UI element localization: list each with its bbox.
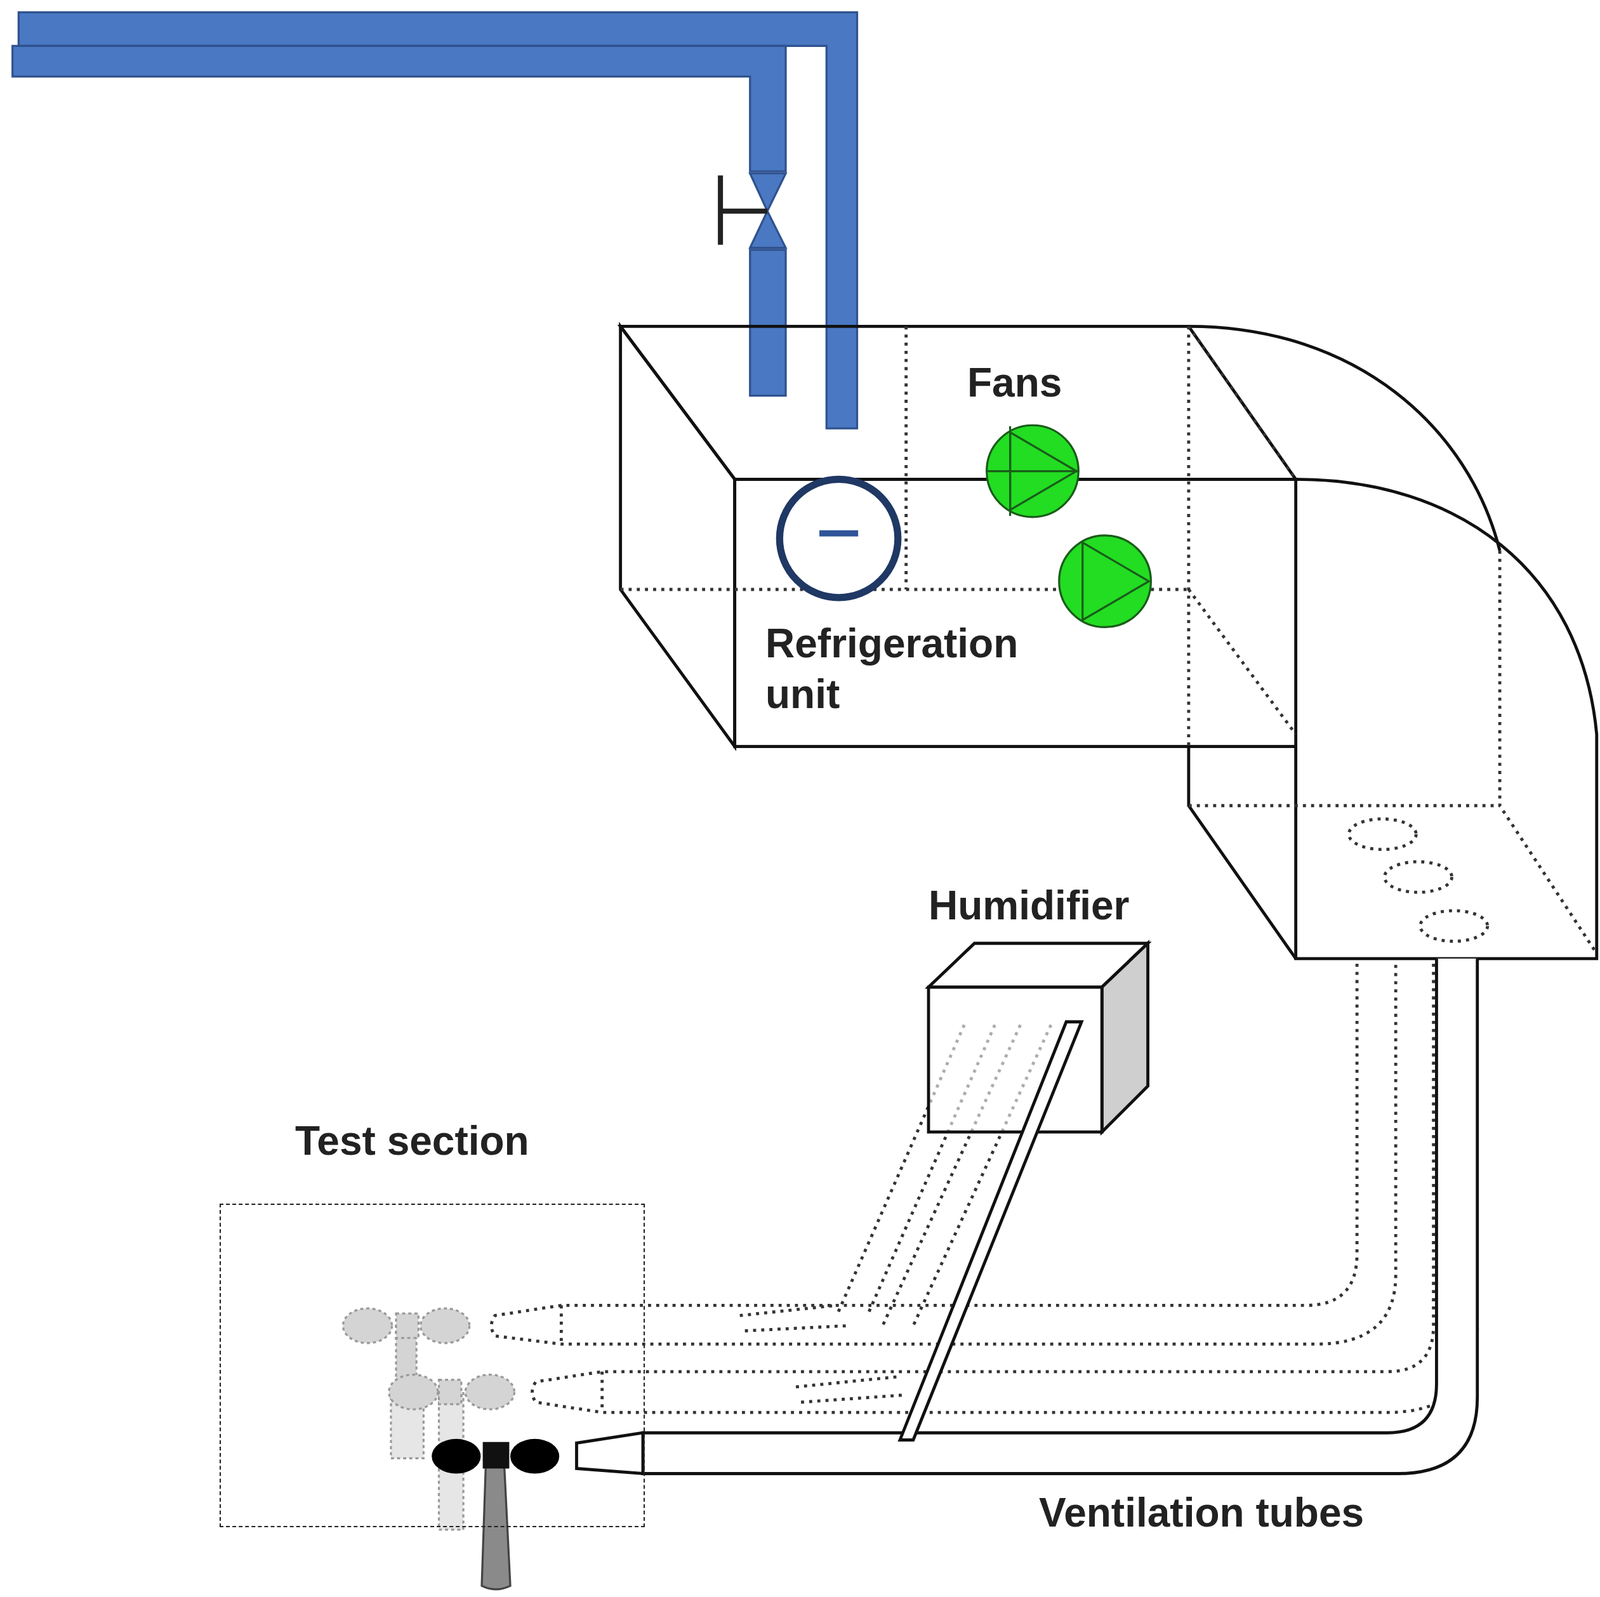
humidifier-label: Humidifier [928, 880, 1130, 932]
ventilation-tubes-hidden [491, 964, 1477, 1470]
refrigeration-label: Refrigeration unit [765, 618, 1072, 720]
humidifier-cube [899, 943, 1149, 1441]
duct-hidden-edges [620, 326, 1597, 954]
fan-symbols [986, 425, 1152, 628]
valve-handle [720, 175, 768, 245]
coolant-pipes [12, 12, 858, 429]
humidifier-node: Humidifier [923, 875, 1169, 1136]
anemometer [431, 1439, 560, 1590]
ventilation-tubes-label: Ventilation tubes [1038, 1487, 1509, 1539]
ventilation-tube [576, 958, 1478, 1475]
test-section-box: Test section [219, 1203, 645, 1528]
refrigeration-symbol [779, 479, 898, 598]
fans-label: Fans [967, 357, 1151, 409]
test-section-label: Test section [295, 1115, 530, 1167]
duct-housing [620, 326, 1597, 959]
